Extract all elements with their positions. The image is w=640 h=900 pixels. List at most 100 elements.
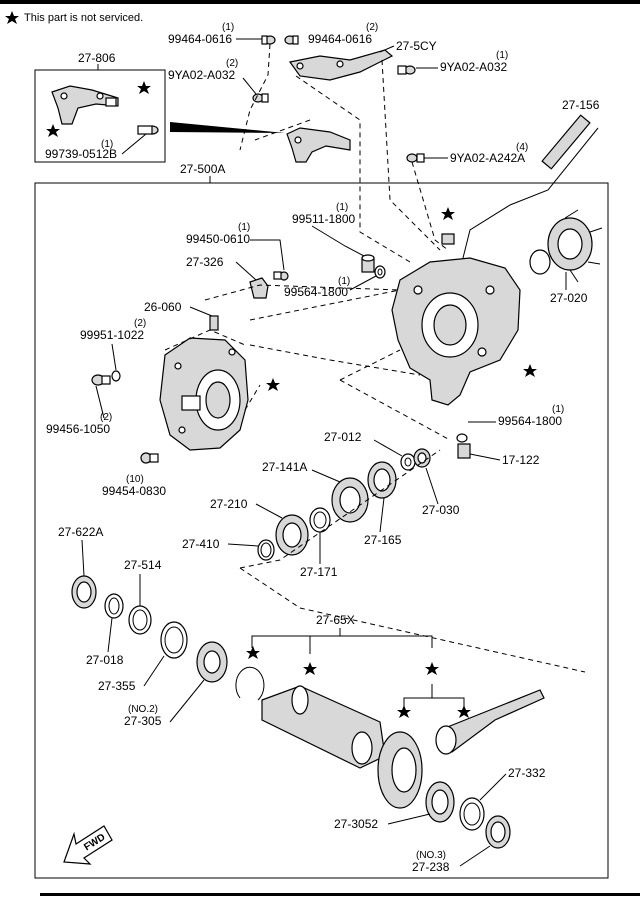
leader-dash-7: [164, 329, 246, 351]
callout-code: 99564-1800: [498, 414, 562, 428]
callout-leader: [349, 275, 377, 291]
callout-leader: [227, 543, 259, 547]
bolt-99450-0610: [273, 271, 289, 281]
kit-sub-bracket: [403, 697, 465, 708]
callout-qty: (10): [126, 474, 144, 485]
callout-qty: (2): [134, 318, 146, 329]
bearing-27-3052: [425, 781, 455, 823]
leader-dash-1: [239, 43, 271, 151]
leader-dash-12: [244, 384, 261, 411]
callout-leader: [81, 539, 85, 577]
nut-27-030: [413, 448, 431, 468]
callout-code: 27-332: [508, 766, 546, 780]
callout-code: 99456-1050: [46, 422, 110, 436]
callout-leader: [242, 77, 257, 95]
callout-code: 27-500A: [180, 162, 225, 176]
snap-27-018: [104, 593, 124, 619]
bearing-27-165: [367, 461, 397, 499]
callout-code: 27-171: [300, 565, 338, 579]
bearing-27-305: [196, 641, 228, 683]
callout-qty: (1): [336, 202, 348, 213]
callout-leader: [250, 239, 285, 271]
legend: This part is not serviced.: [5, 11, 143, 24]
washer-99951-1022: [111, 370, 121, 382]
bolt-99464-0616-b: [284, 35, 299, 45]
callout-code: 27-020: [550, 291, 588, 305]
ring-27-355: [160, 621, 188, 659]
callout-leader: [255, 503, 283, 519]
callout-leader: [379, 497, 385, 533]
callout-code: 99739-0512B: [45, 147, 117, 161]
leader-dash-9: [249, 344, 421, 376]
callout-labels: (1) 99464-0616 (2) 99464-0616 27-5CY 27-…: [45, 22, 600, 874]
callout-leader: [111, 343, 117, 371]
ring-gear: [377, 731, 423, 809]
bolt-9YA02-A032-b: [397, 65, 416, 75]
callout-code: 27-165: [364, 533, 402, 547]
callout-leader: [387, 813, 431, 825]
bracket-mounted: [286, 127, 351, 163]
callout-code: 27-210: [210, 497, 248, 511]
spacer-27-171: [309, 507, 331, 533]
callout-code: 9YA02-A242A: [450, 151, 525, 165]
callout-leader: [235, 261, 257, 281]
snap-ring: [235, 666, 265, 701]
callout-leader: [311, 225, 365, 257]
callout-code: 26-060: [144, 300, 182, 314]
star-icon: [523, 364, 537, 377]
bottom-rule: [40, 893, 640, 896]
bolt-99739-0512B: [137, 125, 159, 135]
callout-qty: (1): [101, 139, 113, 150]
bearing-27-332: [459, 797, 485, 831]
callout-code: 99464-0616: [308, 32, 372, 46]
callout-qty: (1): [238, 222, 250, 233]
callout-qty: (1): [552, 404, 564, 415]
callout-code: 27-3052: [334, 817, 378, 831]
callout-code: 27-514: [124, 558, 162, 572]
bearing-27-141A: [331, 477, 369, 523]
breather-tube-27-156: [454, 114, 599, 291]
callout-qty: (2): [366, 22, 378, 33]
callout-qty: (NO.2): [128, 704, 158, 715]
front-case: [159, 337, 249, 451]
callout-leader: [425, 467, 439, 505]
bolt-99456-1050: [91, 374, 111, 386]
seal-27-622A: [71, 575, 97, 609]
star-icon: [46, 124, 60, 137]
sleeve-not-serviced: [441, 233, 455, 245]
bolt-99464-0616-a: [261, 35, 276, 45]
bearing-27-210: [275, 514, 309, 556]
callout-code: 27-238: [412, 860, 450, 874]
callout-qty: (NO.3): [416, 850, 446, 861]
callout-code: 9YA02-A032: [168, 68, 235, 82]
callout-code: 27-018: [86, 653, 124, 667]
flange-27-020: [529, 209, 603, 283]
seal-27-012: [400, 453, 416, 471]
callout-leader: [459, 845, 491, 867]
bracket-27-5CY: [288, 49, 394, 81]
callout-leader: [121, 133, 147, 155]
not-serviced-markers: [46, 81, 537, 718]
callout-code: 27-305: [124, 714, 162, 728]
shaft-assembly: [261, 685, 386, 769]
callout-code: 27-030: [422, 503, 460, 517]
callout-code: 99464-0616: [168, 32, 232, 46]
bolt-99454-0830: [140, 452, 159, 464]
bracket-27-326: [249, 277, 269, 299]
callout-code: 27-5CY: [396, 39, 437, 53]
rear-housing: [391, 257, 521, 406]
star-icon: [457, 705, 471, 718]
callout-qty: (1): [338, 276, 350, 287]
fwd-arrow-icon: FWD: [63, 825, 113, 865]
legend-star-icon: [5, 11, 19, 24]
callout-code: 9YA02-A032: [440, 60, 507, 74]
pinion-shaft: [435, 689, 545, 755]
washer-99564-1800-b: [456, 433, 468, 443]
callout-leader: [143, 655, 165, 687]
washer-99564-1800-a: [374, 265, 386, 279]
bolt-9YA02-A242A: [406, 153, 425, 163]
callout-code: 27-410: [182, 537, 220, 551]
callout-qty: (1): [496, 50, 508, 61]
leader-dash-13: [239, 449, 586, 673]
